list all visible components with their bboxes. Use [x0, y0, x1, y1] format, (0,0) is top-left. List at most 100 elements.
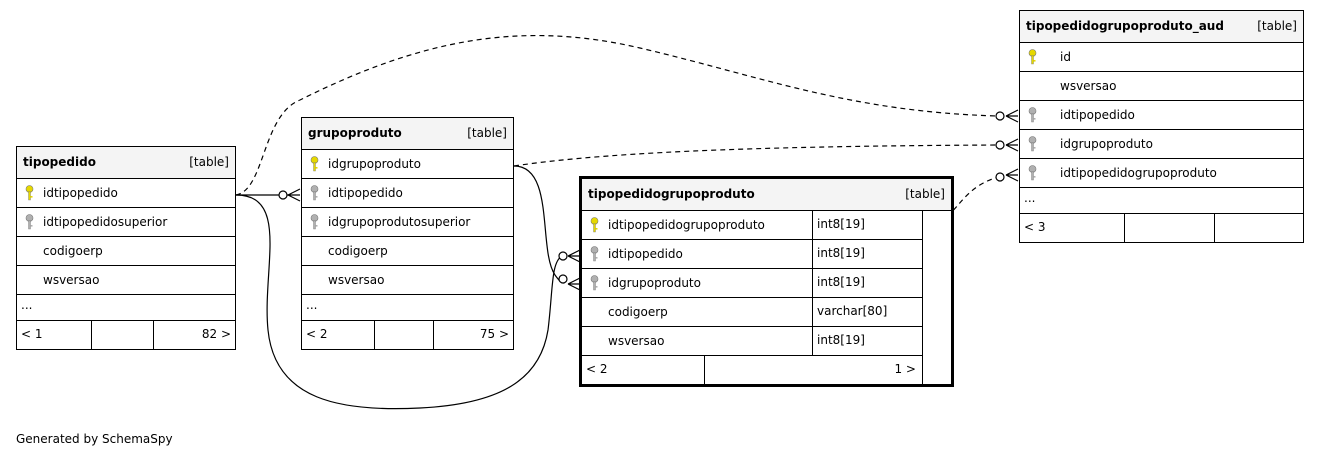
crowfoot-aud-idtipopedidogrupoproduto	[995, 168, 1019, 182]
table-type: [table]	[905, 187, 945, 201]
parents-count[interactable]: < 3	[1024, 220, 1046, 234]
table-tipopedidogrupoproduto[interactable]: tipopedidogrupoproduto [table] idtipoped…	[579, 176, 954, 387]
column-name: idtipopedido	[608, 247, 683, 261]
column-row[interactable]: idgrupoproduto	[302, 150, 513, 179]
column-row[interactable]: codigoerp	[302, 237, 513, 266]
column-name: codigoerp	[43, 244, 103, 258]
column-name: idtipopedidosuperior	[43, 215, 168, 229]
column-row[interactable]: idgrupoproduto	[1020, 130, 1303, 159]
column-name: idgrupoproduto	[328, 157, 421, 171]
column-row[interactable]: idtipopedido int8[19]	[582, 240, 923, 269]
table-name[interactable]: tipopedidogrupoproduto_aud	[1026, 19, 1224, 33]
more-columns: ...	[1020, 188, 1303, 214]
more-indicator: ...	[21, 298, 33, 312]
column-row[interactable]: id	[1020, 43, 1303, 72]
column-row[interactable]: idtipopedido	[302, 179, 513, 208]
column-row[interactable]: idtipopedidogrupoproduto int8[19]	[582, 211, 923, 240]
table-footer: < 2 75 >	[302, 321, 513, 349]
crowfoot-aud-idtipopedido	[995, 109, 1019, 123]
column-row[interactable]: codigoerp	[17, 237, 235, 266]
primary-key-icon	[25, 185, 34, 201]
column-row[interactable]: idgrupoproduto int8[19]	[582, 269, 923, 298]
table-header: tipopedidogrupoproduto [table]	[582, 179, 951, 211]
parents-count[interactable]: < 2	[586, 362, 608, 376]
table-tipopedidogrupoproduto-aud[interactable]: tipopedidogrupoproduto_aud [table] id wsv…	[1019, 10, 1304, 243]
column-name: idgrupoproduto	[1060, 137, 1153, 151]
table-footer: < 2 1 >	[582, 356, 923, 384]
foreign-key-icon	[590, 246, 599, 262]
table-grupoproduto[interactable]: grupoproduto [table] idgrupoproduto idtip…	[301, 117, 514, 350]
table-footer: < 1 82 >	[17, 321, 235, 349]
table-footer: < 3	[1020, 214, 1303, 242]
column-name: idtipopedidogrupoproduto	[608, 218, 765, 232]
more-columns: ...	[17, 295, 235, 321]
column-row[interactable]: idtipopedido	[1020, 101, 1303, 130]
table-type: [table]	[1257, 19, 1297, 33]
column-row[interactable]: wsversao	[302, 266, 513, 295]
column-row[interactable]: wsversao int8[19]	[582, 327, 923, 356]
column-type: varchar[80]	[812, 298, 923, 326]
primary-key-icon	[310, 156, 319, 172]
column-name: wsversao	[43, 273, 100, 287]
column-row[interactable]: wsversao	[17, 266, 235, 295]
edge-tipopedidogrupoproduto-idgrupoproduto	[513, 165, 565, 284]
column-name: codigoerp	[608, 305, 668, 319]
column-name: idtipopedido	[1060, 108, 1135, 122]
foreign-key-icon	[310, 185, 319, 201]
column-row[interactable]: idtipopedido	[17, 179, 235, 208]
table-header: tipopedidogrupoproduto_aud [table]	[1020, 11, 1303, 43]
parents-count[interactable]: < 2	[306, 327, 328, 341]
crowfoot-tpgp-idgrupoproduto	[558, 274, 581, 291]
column-name: idgrupoproduto	[608, 276, 701, 290]
column-name: idtipopedido	[328, 186, 403, 200]
edge-aud-idgrupoproduto	[513, 144, 999, 167]
foreign-key-icon	[310, 214, 319, 230]
column-row[interactable]: codigoerp varchar[80]	[582, 298, 923, 327]
foreign-key-icon	[1028, 136, 1037, 152]
edge-tipopedidogrupoproduto-idtipopedido	[235, 194, 563, 410]
children-count[interactable]: 82 >	[201, 327, 231, 341]
table-name[interactable]: grupoproduto	[308, 126, 402, 140]
table-name[interactable]: tipopedidogrupoproduto	[588, 187, 755, 201]
primary-key-icon	[590, 217, 599, 233]
table-tipopedido[interactable]: tipopedido [table] idtipopedido idtipoped…	[16, 146, 236, 350]
more-indicator: ...	[1024, 191, 1036, 205]
table-header: tipopedido [table]	[17, 147, 235, 179]
generated-by-note: Generated by SchemaSpy	[16, 432, 173, 446]
foreign-key-icon	[25, 214, 34, 230]
crowfoot-aud-idgrupoproduto	[995, 138, 1019, 152]
table-type: [table]	[467, 126, 507, 140]
parents-count[interactable]: < 1	[21, 327, 43, 341]
column-row[interactable]: idtipopedidosuperior	[17, 208, 235, 237]
column-name: wsversao	[608, 334, 665, 348]
primary-key-icon	[1028, 49, 1037, 65]
column-name: idtipopedidogrupoproduto	[1060, 166, 1217, 180]
column-name: idgrupoprodutosuperior	[328, 215, 471, 229]
column-name: wsversao	[1060, 79, 1117, 93]
foreign-key-icon	[590, 275, 599, 291]
column-type: int8[19]	[812, 211, 923, 239]
crowfoot-grupoproduto	[278, 188, 301, 202]
crowfoot-tpgp-idtipopedido	[558, 249, 581, 263]
column-name: wsversao	[328, 273, 385, 287]
column-type: int8[19]	[812, 269, 923, 297]
foreign-key-icon	[1028, 107, 1037, 123]
more-indicator: ...	[306, 298, 318, 312]
table-type: [table]	[189, 155, 229, 169]
more-columns: ...	[302, 295, 513, 321]
column-type: int8[19]	[812, 327, 923, 355]
children-count[interactable]: 75 >	[479, 327, 509, 341]
foreign-key-icon	[1028, 165, 1037, 181]
column-row[interactable]: wsversao	[1020, 72, 1303, 101]
column-type: int8[19]	[812, 240, 923, 268]
table-name[interactable]: tipopedido	[23, 155, 96, 169]
column-row[interactable]: idtipopedidogrupoproduto	[1020, 159, 1303, 188]
edge-aud-idtipopedido	[235, 34, 999, 196]
table-header: grupoproduto [table]	[302, 118, 513, 150]
column-name: id	[1060, 50, 1071, 64]
column-row[interactable]: idgrupoprodutosuperior	[302, 208, 513, 237]
column-name: idtipopedido	[43, 186, 118, 200]
column-name: codigoerp	[328, 244, 388, 258]
children-count[interactable]: 1 >	[894, 362, 916, 376]
